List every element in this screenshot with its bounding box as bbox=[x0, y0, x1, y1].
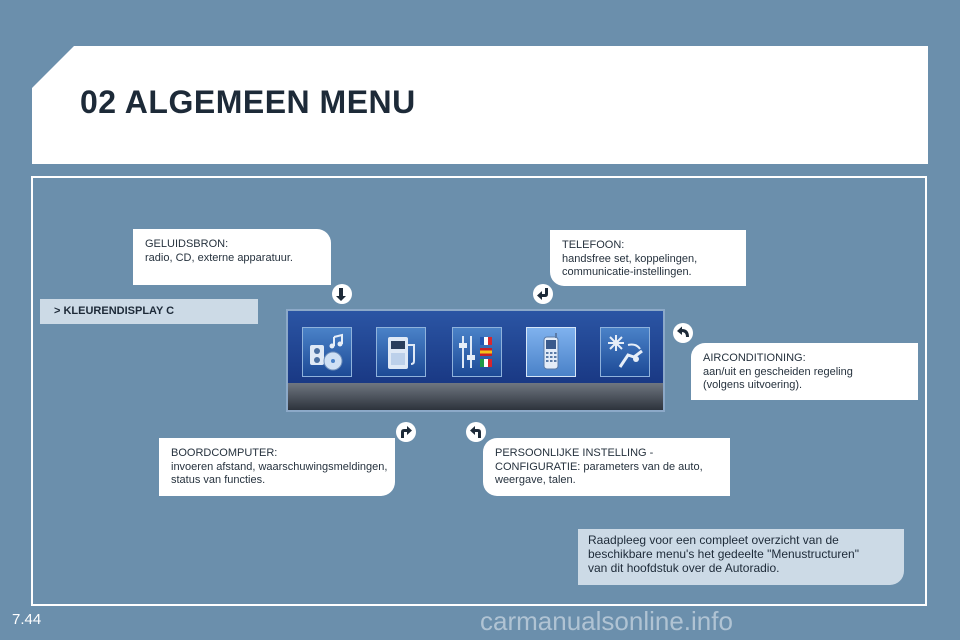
callout-text: status van functies. bbox=[171, 474, 266, 486]
arrow-down-icon bbox=[332, 284, 352, 304]
note-text: Raadpleeg voor een compleet overzicht va… bbox=[588, 533, 839, 547]
telephone-icon[interactable] bbox=[526, 327, 576, 377]
callout-boordcomputer: BOORDCOMPUTER: invoeren afstand, waarsch… bbox=[159, 438, 395, 496]
callout-text: handsfree set, koppelingen, bbox=[562, 252, 698, 265]
arrow-up-left-icon bbox=[466, 422, 486, 442]
callout-telefoon: TELEFOON: handsfree set, koppelingen, co… bbox=[550, 230, 746, 286]
callout-heading: BOORDCOMPUTER: bbox=[171, 447, 278, 459]
reference-note: Raadpleeg voor een compleet overzicht va… bbox=[578, 529, 904, 585]
watermark: carmanualsonline.info bbox=[480, 606, 733, 636]
section-label: > KLEURENDISPLAY C bbox=[40, 299, 258, 324]
screen-status-bar bbox=[288, 383, 663, 410]
audio-source-icon[interactable] bbox=[302, 327, 352, 377]
callout-airconditioning: AIRCONDITIONING: aan/uit en gescheiden r… bbox=[691, 343, 918, 400]
callout-text: radio, CD, externe apparatuur. bbox=[145, 251, 293, 264]
settings-flags-icon[interactable] bbox=[452, 327, 502, 377]
callout-heading: GELUIDSBRON: bbox=[145, 238, 229, 250]
color-display-screen bbox=[286, 309, 665, 412]
content-frame bbox=[31, 176, 927, 606]
callout-text: (volgens uitvoering). bbox=[703, 379, 803, 391]
callout-geluidsbron: GELUIDSBRON: radio, CD, externe apparatu… bbox=[133, 229, 331, 285]
page-title: 02 ALGEMEEN MENU bbox=[80, 84, 416, 120]
callout-persoonlijke-instelling: PERSOONLIJKE INSTELLING - CONFIGURATIE: … bbox=[483, 438, 730, 496]
page-number: 7.44 bbox=[12, 611, 42, 628]
callout-heading: AIRCONDITIONING: bbox=[703, 352, 806, 364]
callout-text: invoeren afstand, waarschuwingsmeldingen… bbox=[171, 460, 388, 473]
callout-heading: PERSOONLIJKE INSTELLING - bbox=[495, 447, 654, 459]
note-text: van dit hoofdstuk over de Autoradio. bbox=[588, 561, 780, 575]
air-conditioning-icon[interactable] bbox=[600, 327, 650, 377]
trip-computer-icon[interactable] bbox=[376, 327, 426, 377]
arrow-up-right-icon bbox=[396, 422, 416, 442]
arrow-down-left-icon bbox=[533, 284, 553, 304]
note-text: beschikbare menu's het gedeelte "Menustr… bbox=[588, 547, 859, 561]
callout-text: aan/uit en gescheiden regeling bbox=[703, 365, 853, 378]
arrow-back-icon bbox=[673, 323, 693, 343]
callout-text: CONFIGURATIE: parameters van de auto, bbox=[495, 460, 703, 473]
callout-text: communicatie-instellingen. bbox=[562, 266, 692, 278]
callout-heading: TELEFOON: bbox=[562, 239, 625, 251]
callout-text: weergave, talen. bbox=[495, 474, 576, 486]
title-panel: 02 ALGEMEEN MENU bbox=[32, 46, 928, 164]
